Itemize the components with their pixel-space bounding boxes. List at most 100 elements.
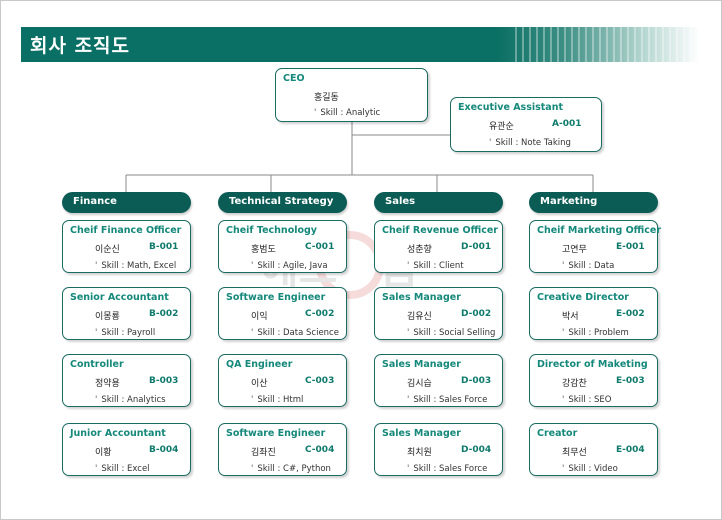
member-skill: 'Skill : Math, Excel: [95, 261, 176, 271]
member-role: Cheif Finance Officer: [70, 225, 182, 236]
bullet-icon: ': [562, 395, 565, 405]
assistant-code: A-001: [552, 119, 582, 129]
member-skill-text: Skill : Sales Force: [413, 395, 488, 405]
member-code: D-001: [461, 242, 492, 252]
member-name: 최치원: [407, 448, 432, 458]
member-code: D-003: [461, 376, 492, 386]
member-skill-text: Skill : Analytics: [101, 395, 166, 405]
member-skill: 'Skill : Problem: [562, 328, 629, 338]
bullet-icon: ': [251, 395, 254, 405]
member-box: Senior Accountant 이몽룡 B-002 'Skill : Pay…: [62, 287, 191, 340]
member-name: 이황: [95, 448, 112, 458]
assistant-skill-text: Skill : Note Taking: [495, 138, 571, 148]
bullet-icon: ': [95, 464, 98, 474]
member-box: Cheif Technology 홍범도 C-001 'Skill : Agil…: [218, 220, 347, 273]
bullet-icon: ': [562, 464, 565, 474]
member-code: E-002: [616, 309, 645, 319]
title-decoration: [510, 27, 700, 62]
ceo-skill: 'Skill : Analytic: [314, 108, 380, 118]
member-code: B-004: [149, 445, 179, 455]
member-role: Software Engineer: [226, 292, 326, 303]
member-skill: 'Skill : C#, Python: [251, 464, 331, 474]
page-title: 회사 조직도: [30, 35, 131, 57]
member-role: Senior Accountant: [70, 292, 169, 303]
member-box: Software Engineer 김좌진 C-004 'Skill : C#,…: [218, 423, 347, 476]
bullet-icon: ': [251, 328, 254, 338]
member-name: 박서: [562, 312, 579, 322]
member-box: Junior Accountant 이황 B-004 'Skill : Exce…: [62, 423, 191, 476]
dept-header-sales: Sales: [374, 192, 503, 213]
member-box: Cheif Marketing Officer 고연무 E-001 'Skill…: [529, 220, 662, 273]
member-skill-text: Skill : Excel: [101, 464, 150, 474]
member-role: Creator: [537, 428, 578, 439]
member-role: Sales Manager: [382, 359, 461, 370]
member-name: 최무선: [562, 448, 587, 458]
bullet-icon: ': [95, 395, 98, 405]
member-skill: 'Skill : Video: [562, 464, 618, 474]
member-skill-text: Skill : Html: [257, 395, 304, 405]
member-box: Sales Manager 김유신 D-002 'Skill : Social …: [374, 287, 503, 340]
dept-header-marketing: Marketing: [529, 192, 658, 213]
member-skill-text: Skill : Video: [568, 464, 618, 474]
member-role: Cheif Marketing Officer: [537, 225, 662, 236]
member-skill: 'Skill : Sales Force: [407, 395, 487, 405]
member-code: E-004: [616, 445, 645, 455]
member-box: Creative Director 박서 E-002 'Skill : Prob…: [529, 287, 658, 340]
member-name: 이순신: [95, 245, 120, 255]
member-skill-text: Skill : Agile, Java: [257, 261, 328, 271]
dept-header-technical-strategy: Technical Strategy: [218, 192, 347, 213]
assistant-skill: 'Skill : Note Taking: [489, 138, 571, 148]
member-role: Creative Director: [537, 292, 629, 303]
member-role: Cheif Technology: [226, 225, 317, 236]
member-role: Director of Maketing: [537, 359, 648, 370]
member-code: E-003: [616, 376, 645, 386]
bullet-icon: ': [407, 261, 410, 271]
member-skill: 'Skill : Social Selling: [407, 328, 495, 338]
member-role: Software Engineer: [226, 428, 326, 439]
member-skill-text: Skill : Sales Force: [413, 464, 488, 474]
member-name: 강감찬: [562, 379, 587, 389]
member-name: 이산: [251, 379, 268, 389]
member-skill: 'Skill : SEO: [562, 395, 611, 405]
assistant-box: Executive Assistant 유관순 A-001 'Skill : N…: [450, 97, 602, 152]
member-skill-text: Skill : Social Selling: [413, 328, 496, 338]
assistant-role: Executive Assistant: [458, 102, 564, 113]
member-code: D-002: [461, 309, 492, 319]
member-skill: 'Skill : Client: [407, 261, 464, 271]
member-role: Junior Accountant: [70, 428, 166, 439]
bullet-icon: ': [407, 395, 410, 405]
member-skill-text: Skill : SEO: [568, 395, 612, 405]
member-name: 김좌진: [251, 448, 276, 458]
member-skill: 'Skill : Html: [251, 395, 303, 405]
member-code: B-002: [149, 309, 179, 319]
member-skill: 'Skill : Payroll: [95, 328, 155, 338]
member-role: Cheif Revenue Officer: [382, 225, 498, 236]
member-skill-text: Skill : Payroll: [101, 328, 156, 338]
member-skill: 'Skill : Data Science: [251, 328, 339, 338]
bullet-icon: ': [251, 261, 254, 271]
member-role: Sales Manager: [382, 292, 461, 303]
bullet-icon: ': [407, 328, 410, 338]
dept-header-finance: Finance: [62, 192, 191, 213]
member-skill: 'Skill : Data: [562, 261, 614, 271]
member-name: 김유신: [407, 312, 432, 322]
member-skill-text: Skill : C#, Python: [257, 464, 331, 474]
member-box: Controller 정약용 B-003 'Skill : Analytics: [62, 354, 191, 407]
member-skill: 'Skill : Excel: [95, 464, 150, 474]
ceo-box: CEO 홍길동 'Skill : Analytic: [275, 68, 428, 122]
member-role: Sales Manager: [382, 428, 461, 439]
member-code: D-004: [461, 445, 492, 455]
ceo-skill-text: Skill : Analytic: [320, 108, 381, 118]
ceo-name: 홍길동: [314, 93, 339, 103]
bullet-icon: ': [562, 261, 565, 271]
member-skill-text: Skill : Data Science: [257, 328, 339, 338]
member-name: 정약용: [95, 379, 120, 389]
member-box: Director of Maketing 강감찬 E-003 'Skill : …: [529, 354, 658, 407]
member-skill-text: Skill : Problem: [568, 328, 629, 338]
ceo-role: CEO: [283, 73, 305, 84]
member-box: Sales Manager 김시습 D-003 'Skill : Sales F…: [374, 354, 503, 407]
member-code: C-001: [305, 242, 335, 252]
bullet-icon: ': [407, 464, 410, 474]
member-name: 김시습: [407, 379, 432, 389]
